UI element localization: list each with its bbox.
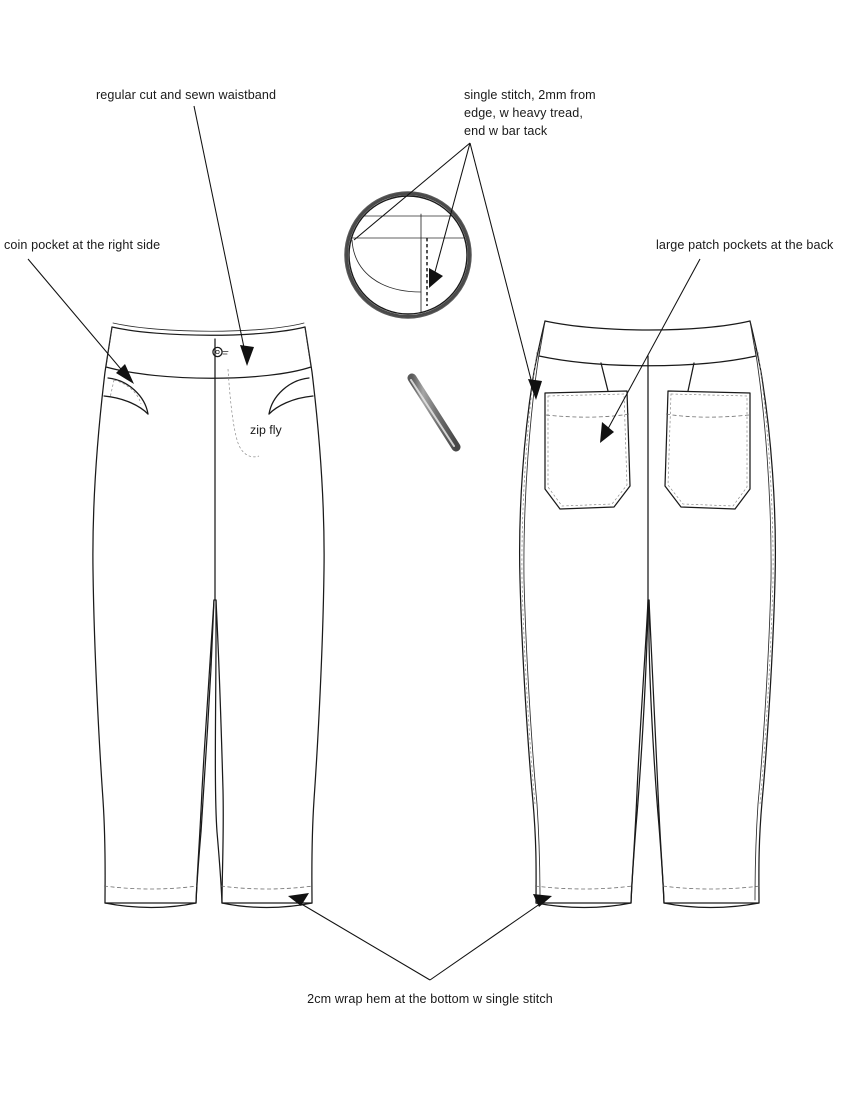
front-pocket-right-edge: [268, 395, 314, 415]
magnifier-handle-highlight: [410, 379, 455, 447]
back-side-seam-right: [754, 347, 772, 901]
leader-coin-pocket: [27, 258, 132, 382]
front-waistband-left-edge: [105, 326, 113, 368]
back-waistband-bottom: [538, 355, 757, 367]
front-waistband-bottom: [105, 366, 312, 379]
back-patch-pocket-right: [664, 390, 751, 510]
magnifier-ring-outer-edge: [344, 191, 472, 319]
label-patch-pockets: large patch pockets at the back: [656, 238, 834, 252]
front-button: [212, 346, 223, 358]
front-outline: [92, 326, 215, 904]
leader-single-stitch-to-back: [469, 142, 536, 396]
front-button-hole: [215, 349, 220, 355]
magnifier-ring-inner-edge: [348, 195, 468, 315]
label-coin-pocket: coin pocket at the right side: [4, 238, 160, 252]
front-waistband-right-edge: [304, 326, 312, 368]
front-coin-pocket-edge: [109, 379, 115, 399]
back-left-inseam: [630, 599, 649, 904]
back-right-inseam: [648, 599, 665, 904]
leader-waistband: [193, 105, 248, 363]
label-single-stitch-line1: single stitch, 2mm from: [464, 88, 596, 102]
annotation-labels: regular cut and sewn waistband coin pock…: [4, 88, 834, 1006]
back-patch-pocket-right-top-stitch: [665, 413, 750, 418]
leader-patch-pockets: [602, 258, 701, 439]
label-single-stitch-line2: edge, w heavy tread,: [464, 106, 583, 120]
leader-wrap-hem-right-arrow: [533, 894, 552, 907]
back-outline-right: [648, 320, 777, 904]
leader-coin-pocket-arrow: [116, 364, 134, 384]
back-waistband-left-edge: [538, 320, 546, 357]
back-hem-stitch-left: [534, 885, 633, 890]
back-patch-pocket-right-stitch: [667, 393, 748, 507]
front-waistband-top-inner: [112, 322, 305, 332]
back-side-seam-stitch-left: [521, 351, 538, 805]
front-coin-pocket: [113, 379, 142, 405]
back-hem-edge-right: [663, 902, 760, 909]
magnifier-ring-outer: [344, 191, 472, 319]
leader-single-stitch-inner: [431, 142, 471, 284]
label-single-stitch-line3: end w bar tack: [464, 124, 548, 138]
label-zip-fly: zip fly: [250, 423, 282, 437]
front-pocket-left: [107, 377, 149, 415]
back-hem-edge-left: [535, 902, 632, 909]
leader-single-stitch-back-arrow: [528, 379, 542, 400]
back-waistband-right-edge: [749, 320, 757, 357]
front-left-inseam: [195, 599, 215, 904]
leader-patch-pockets-arrow: [600, 422, 614, 443]
magnifier-group: [344, 191, 472, 452]
front-pocket-left-edge: [103, 395, 149, 415]
front-waistband-top: [111, 326, 306, 336]
magnifier-lens-face: [349, 196, 467, 314]
magnifier-handle-outline: [407, 373, 461, 452]
back-yoke-seam-left: [600, 362, 609, 392]
front-right-inseam: [215, 599, 224, 904]
leader-wrap-hem-right: [429, 898, 548, 981]
label-wrap-hem: 2cm wrap hem at the bottom w single stit…: [307, 992, 553, 1006]
front-view-group: [92, 322, 325, 909]
back-outline-left: [518, 320, 649, 904]
front-hem-stitch-left: [103, 885, 198, 890]
front-right-leg-outline: [214, 326, 325, 904]
front-hem-stitch-right: [220, 885, 314, 890]
annotation-leaders: [27, 105, 701, 981]
leader-wrap-hem-left: [292, 898, 431, 981]
magnifier-handle: [407, 373, 461, 452]
leader-single-stitch-to-lens: [353, 142, 471, 241]
label-waistband: regular cut and sewn waistband: [96, 88, 276, 102]
back-patch-pocket-left-top-stitch: [545, 413, 630, 418]
front-hem-edge-left: [104, 902, 197, 909]
leader-wrap-hem-left-arrow: [288, 893, 309, 906]
back-side-seam-stitch-right: [757, 351, 774, 805]
back-view-group: [518, 320, 777, 909]
leader-single-stitch-arrow: [429, 268, 443, 288]
back-hem-stitch-right: [662, 885, 761, 890]
back-side-seam-left: [523, 347, 541, 901]
back-patch-pocket-left: [544, 390, 631, 510]
front-pocket-right: [268, 377, 310, 415]
leader-waistband-arrow: [240, 345, 254, 366]
back-waistband-top: [544, 320, 751, 331]
back-yoke-seam-right: [687, 362, 695, 392]
magnified-pocket-curve: [351, 239, 422, 293]
front-zip-fly-stitch: [227, 368, 260, 458]
